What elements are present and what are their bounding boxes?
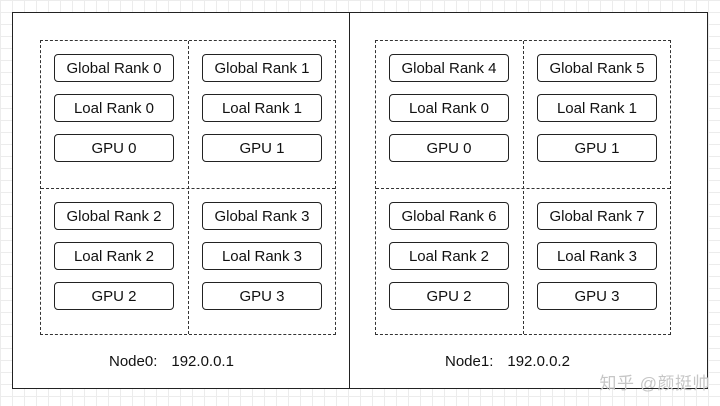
global-rank-box: Global Rank 3 xyxy=(202,202,322,230)
gpu-box: GPU 3 xyxy=(537,282,657,310)
local-rank-box: Loal Rank 1 xyxy=(537,94,657,122)
gpu-cluster-node-1: Global Rank 4 Loal Rank 0 GPU 0 Global R… xyxy=(375,40,671,335)
global-rank-box: Global Rank 1 xyxy=(202,54,322,82)
global-rank-box: Global Rank 5 xyxy=(537,54,657,82)
local-rank-box: Loal Rank 1 xyxy=(202,94,322,122)
gpu-box: GPU 2 xyxy=(389,282,509,310)
node-name: Node1: xyxy=(445,353,494,370)
local-rank-box: Loal Rank 3 xyxy=(537,242,657,270)
gpu-box: GPU 3 xyxy=(202,282,322,310)
cluster-divider-horizontal xyxy=(41,188,335,189)
node-1-box: Global Rank 4 Loal Rank 0 GPU 0 Global R… xyxy=(349,12,708,389)
gpu-box: GPU 2 xyxy=(54,282,174,310)
global-rank-box: Global Rank 7 xyxy=(537,202,657,230)
gpu-box: GPU 1 xyxy=(537,134,657,162)
local-rank-box: Loal Rank 3 xyxy=(202,242,322,270)
node-label: Node0: 192.0.0.1 xyxy=(109,353,234,370)
global-rank-box: Global Rank 6 xyxy=(389,202,509,230)
global-rank-box: Global Rank 2 xyxy=(54,202,174,230)
node-ip: 192.0.0.1 xyxy=(171,353,234,370)
local-rank-box: Loal Rank 0 xyxy=(389,94,509,122)
gpu-box: GPU 1 xyxy=(202,134,322,162)
node-ip: 192.0.0.2 xyxy=(507,353,570,370)
gpu-box: GPU 0 xyxy=(389,134,509,162)
gpu-cluster-node-0: Global Rank 0 Loal Rank 0 GPU 0 Global R… xyxy=(40,40,336,335)
cluster-divider-horizontal xyxy=(376,188,670,189)
cluster-divider-vertical xyxy=(188,41,189,334)
gpu-box: GPU 0 xyxy=(54,134,174,162)
watermark: 知乎 @颜挺帅 xyxy=(599,374,710,393)
node-label: Node1: 192.0.0.2 xyxy=(445,353,570,370)
node-name: Node0: xyxy=(109,353,158,370)
local-rank-box: Loal Rank 2 xyxy=(389,242,509,270)
node-0-box: Global Rank 0 Loal Rank 0 GPU 0 Global R… xyxy=(12,12,351,389)
global-rank-box: Global Rank 0 xyxy=(54,54,174,82)
local-rank-box: Loal Rank 0 xyxy=(54,94,174,122)
local-rank-box: Loal Rank 2 xyxy=(54,242,174,270)
global-rank-box: Global Rank 4 xyxy=(389,54,509,82)
cluster-divider-vertical xyxy=(523,41,524,334)
